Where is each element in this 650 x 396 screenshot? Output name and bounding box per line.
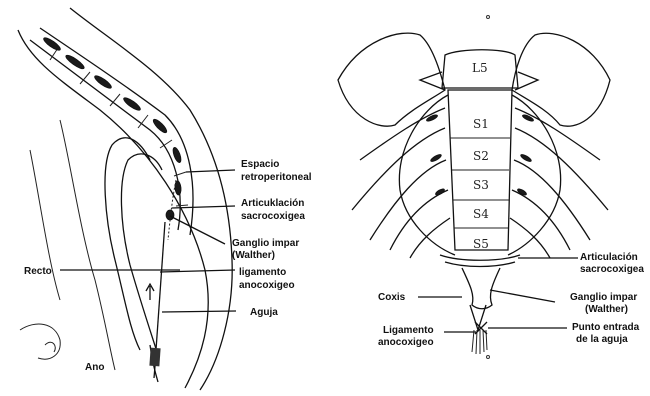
sagittal-section-drawing bbox=[18, 8, 232, 390]
label-coxis: Coxis bbox=[378, 292, 406, 303]
label-articulacion-sacrocoxigea-right-2: sacrocoxigea bbox=[580, 264, 644, 275]
label-ganglio-impar-left-1: Ganglio impar bbox=[232, 238, 299, 249]
label-ligamento-anocoxigeo-right-2: anocoxigeo bbox=[378, 337, 434, 348]
right-leader-lines bbox=[418, 258, 578, 332]
vertebra-label-s5: S5 bbox=[473, 237, 489, 251]
vertebra-label-s1: S1 bbox=[473, 117, 489, 131]
label-articulacion-sacrocoxigea-left-2: sacrocoxigea bbox=[241, 211, 305, 222]
vertebra-label-s2: S2 bbox=[473, 149, 489, 163]
label-punto-entrada-1: Punto entrada bbox=[572, 322, 640, 333]
needle bbox=[149, 222, 165, 378]
label-aguja: Aguja bbox=[250, 307, 278, 318]
label-ganglio-impar-right-1: Ganglio impar bbox=[570, 292, 637, 303]
vertebra-label-s3: S3 bbox=[473, 178, 489, 192]
label-ano: Ano bbox=[85, 362, 104, 373]
left-leader-lines bbox=[60, 170, 236, 312]
label-ligamento-anocoxigeo-right-1: Ligamento bbox=[383, 325, 434, 336]
label-articulacion-sacrocoxigea-right-1: Articulación bbox=[580, 252, 638, 263]
vertebra-label-l5: L5 bbox=[472, 61, 488, 75]
label-ganglio-impar-right-2: (Walther) bbox=[585, 304, 628, 315]
label-punto-entrada-2: de la aguja bbox=[576, 334, 628, 345]
label-recto: Recto bbox=[24, 266, 52, 277]
label-ligamento-anocoxigeo-left-2: anocoxigeo bbox=[239, 280, 295, 291]
label-espacio-retroperitoneal-1: Espacio bbox=[241, 159, 279, 170]
label-ligamento-anocoxigeo-left-1: ligamento bbox=[239, 267, 286, 278]
label-ganglio-impar-left-2: (Walther) bbox=[232, 250, 275, 261]
label-espacio-retroperitoneal-2: retroperitoneal bbox=[241, 172, 312, 183]
label-articulacion-sacrocoxigea-left-1: Articuklación bbox=[241, 198, 304, 209]
vertebra-label-s4: S4 bbox=[473, 207, 489, 221]
